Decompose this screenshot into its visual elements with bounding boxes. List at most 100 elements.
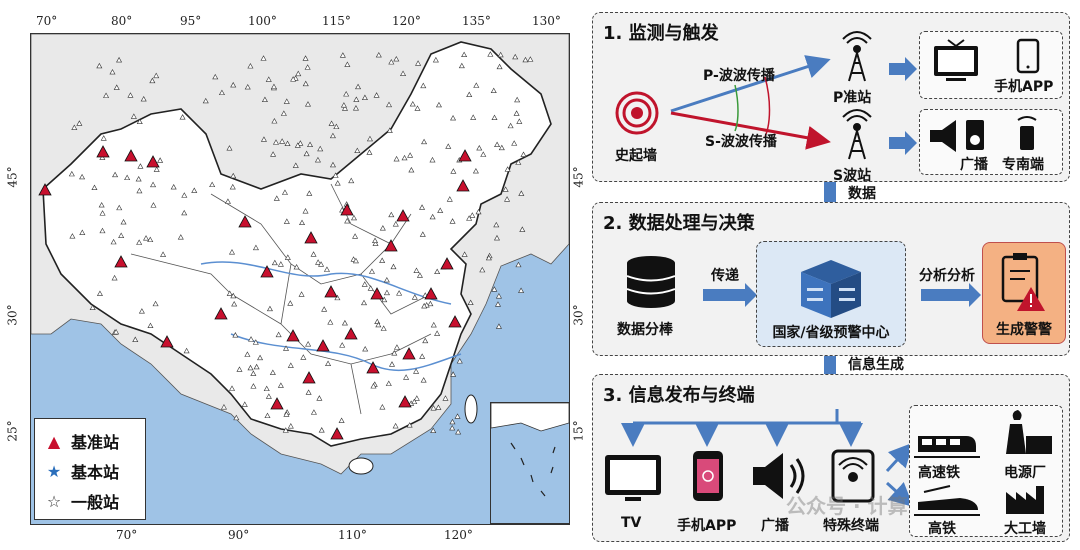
general-station-marker	[504, 166, 511, 172]
lat-label: 15°	[571, 420, 586, 442]
megaphone-icon	[930, 120, 956, 152]
legend-item: ★ 基本站	[45, 459, 119, 483]
general-station-marker	[470, 114, 477, 120]
branch-arrow	[885, 442, 914, 473]
right-arrow	[921, 283, 981, 307]
reference-station-marker	[366, 361, 380, 374]
general-station-marker	[244, 83, 251, 90]
general-station-marker	[98, 201, 105, 208]
reference-station-marker	[340, 203, 354, 216]
general-station-marker	[328, 120, 335, 126]
general-station-marker	[250, 370, 257, 376]
general-station-marker	[409, 100, 416, 107]
workflow-panel: 1. 监测与触发	[586, 6, 1076, 546]
industry-icons	[914, 410, 1052, 516]
inset-land	[490, 402, 570, 432]
reference-station-marker	[330, 427, 344, 440]
general-station-marker	[450, 371, 457, 377]
s-station-label: S波站	[833, 168, 872, 184]
general-station-marker	[270, 83, 277, 90]
general-station-marker	[116, 204, 123, 211]
general-station-marker	[490, 87, 497, 94]
general-station-marker	[355, 83, 362, 90]
general-station-marker	[110, 238, 117, 245]
watermark-text: 公众号 · 计算	[786, 494, 908, 518]
general-station-marker	[226, 290, 233, 296]
general-station-marker	[381, 296, 388, 303]
alert-label: 生成警警	[996, 322, 1052, 338]
general-station-marker	[352, 233, 359, 239]
general-station-marker	[294, 142, 301, 148]
general-station-marker	[252, 244, 259, 251]
general-station-marker	[504, 196, 511, 202]
general-station-marker	[150, 181, 157, 188]
section3-graphics	[605, 409, 914, 508]
s-wave-arrow	[670, 111, 831, 150]
general-station-marker	[318, 261, 325, 267]
general-station-marker	[283, 345, 290, 351]
general-station-marker	[132, 336, 139, 342]
output-label: 手机APP	[994, 79, 1054, 95]
p-output-icons	[934, 38, 1040, 81]
general-station-marker	[518, 287, 525, 293]
legend-label: 一般站	[71, 493, 120, 512]
general-station-marker	[264, 412, 271, 419]
general-station-marker	[124, 174, 131, 181]
general-station-marker	[388, 211, 395, 218]
general-station-marker	[393, 155, 400, 162]
legend-label: 基本站	[71, 463, 120, 482]
connector-label: 信息生成	[848, 357, 904, 373]
antenna-tower-icon	[842, 31, 872, 82]
general-station-marker	[344, 217, 351, 224]
general-station-marker	[89, 304, 96, 311]
lat-label: 25°	[5, 420, 20, 442]
general-station-marker	[437, 207, 444, 213]
general-station-marker	[76, 120, 83, 126]
general-station-marker	[287, 423, 294, 429]
general-station-marker	[367, 285, 374, 291]
general-station-marker	[136, 239, 143, 245]
general-station-marker	[475, 208, 482, 215]
general-station-marker	[366, 135, 373, 142]
general-station-marker	[302, 80, 309, 87]
general-station-marker	[411, 294, 418, 300]
general-station-marker	[449, 418, 456, 425]
general-station-marker	[284, 254, 291, 260]
general-station-marker	[446, 196, 453, 202]
general-station-marker	[96, 62, 103, 69]
general-station-marker	[527, 56, 534, 62]
general-station-marker	[393, 55, 400, 62]
general-station-marker	[390, 263, 397, 270]
general-station-marker	[136, 187, 143, 194]
reference-station-marker	[214, 307, 228, 320]
general-station-marker	[350, 214, 358, 221]
general-station-marker	[445, 143, 452, 149]
general-station-marker	[520, 151, 527, 157]
general-station-marker	[69, 233, 76, 239]
lon-label: 70°	[36, 14, 58, 28]
warning-center-node: 国家/省级预警中心	[756, 241, 906, 347]
general-station-marker	[260, 136, 267, 142]
general-station-marker	[304, 101, 312, 107]
general-station-marker	[480, 151, 487, 157]
hainan-island	[348, 457, 374, 475]
general-station-marker	[429, 156, 436, 163]
general-station-marker	[434, 268, 441, 274]
general-station-marker	[487, 51, 494, 57]
general-station-marker	[284, 140, 291, 146]
general-station-marker	[228, 249, 236, 255]
general-station-marker	[152, 300, 159, 307]
general-station-marker	[282, 427, 289, 433]
reference-station-marker	[238, 215, 252, 228]
general-station-marker	[293, 263, 300, 270]
general-station-marker	[372, 240, 379, 246]
general-station-marker	[247, 63, 254, 69]
general-station-marker	[244, 351, 251, 357]
right-arrow	[703, 283, 757, 307]
general-station-marker	[137, 163, 144, 169]
general-station-marker	[515, 159, 522, 165]
general-station-marker	[179, 114, 186, 120]
section-title: 1. 监测与触发	[603, 23, 719, 44]
reference-station-marker	[440, 257, 454, 270]
general-station-marker	[420, 377, 427, 383]
